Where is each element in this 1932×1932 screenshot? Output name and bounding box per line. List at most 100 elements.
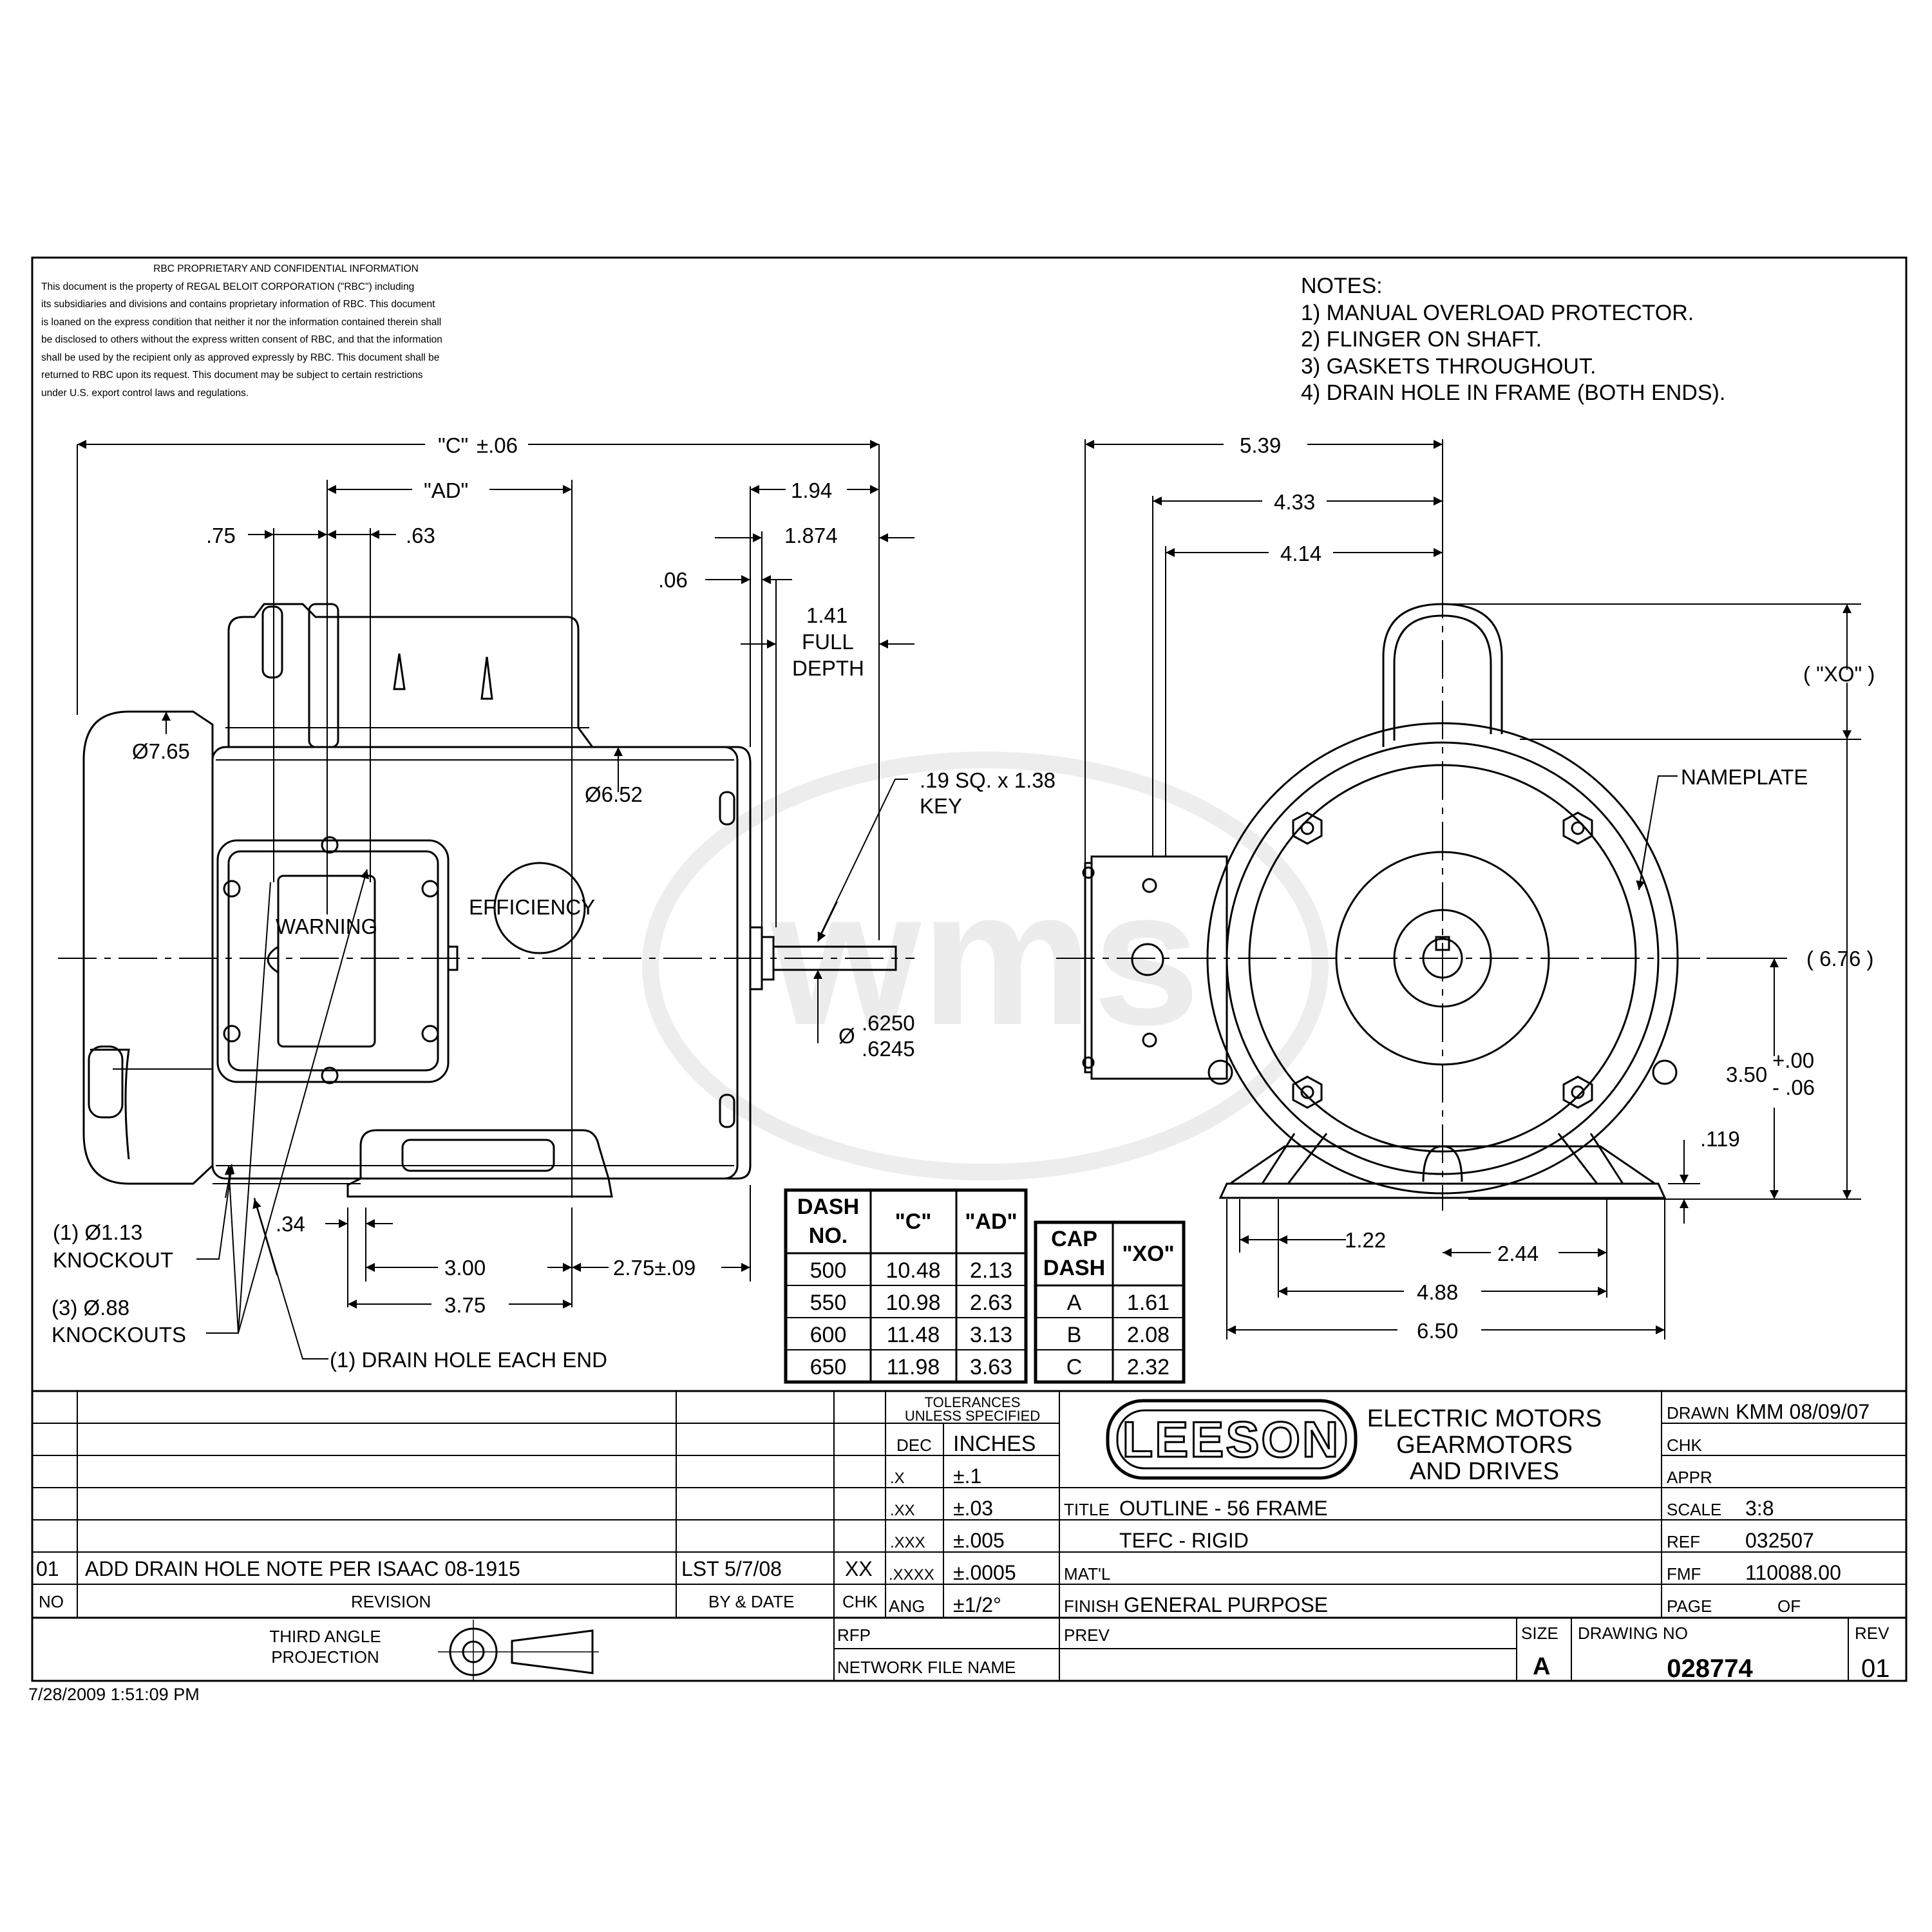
- proprietary-line: be disclosed to others without the expre…: [41, 334, 442, 345]
- cap-table-text: CAP DASH "XO" A 1.61 B 2.08 C 2.32: [1043, 1227, 1175, 1379]
- dash-table: [784, 1188, 1028, 1384]
- dim-122: 1.22: [1345, 1228, 1386, 1252]
- dash-cell: 10.48: [886, 1258, 940, 1283]
- rfp-label: RFP: [837, 1625, 871, 1645]
- dash-cell: 600: [810, 1323, 847, 1347]
- tol-value: ±.0005: [953, 1561, 1016, 1584]
- end-view: [1056, 580, 1765, 1211]
- dash-header-1: DASH: [797, 1195, 859, 1219]
- cap-header-2: DASH: [1043, 1256, 1105, 1280]
- proprietary-heading: RBC PROPRIETARY AND CONFIDENTIAL INFORMA…: [153, 263, 419, 274]
- cap-cell: C: [1066, 1355, 1083, 1379]
- tol-value: ±.03: [953, 1497, 993, 1520]
- dim-275: 2.75±.09: [613, 1256, 696, 1280]
- shaft-dia-symbol: Ø: [838, 1024, 855, 1048]
- prev-label: PREV: [1064, 1625, 1110, 1645]
- dim-006: .06: [658, 568, 688, 592]
- dim-ad-label: "AD": [424, 478, 468, 502]
- tolerances-heading-1: TOLERANCES: [925, 1394, 1021, 1410]
- drain-hole-label: (1) DRAIN HOLE EACH END: [330, 1348, 607, 1372]
- tol-dec: DEC: [896, 1435, 932, 1455]
- finish-label: FINISH: [1064, 1596, 1119, 1616]
- dash-header-2: NO.: [809, 1224, 848, 1248]
- dim-676: ( 6.76 ): [1806, 947, 1874, 971]
- dim-414: 4.14: [1280, 542, 1321, 565]
- svg-text:wms: wms: [768, 849, 1200, 1065]
- tol-label: .XX: [890, 1502, 915, 1519]
- cap-cell: 1.61: [1127, 1291, 1170, 1315]
- chk-label: CHK: [1667, 1435, 1703, 1455]
- scale-label: SCALE: [1667, 1500, 1721, 1519]
- warning-label: WARNING: [276, 914, 377, 938]
- print-timestamp: 7/28/2009 1:51:09 PM: [28, 1685, 200, 1704]
- cap-cell: 2.32: [1127, 1355, 1170, 1379]
- dash-cell: 650: [810, 1355, 847, 1379]
- cap-header-xo: "XO": [1122, 1242, 1174, 1266]
- company-line-1: ELECTRIC MOTORS: [1367, 1405, 1602, 1432]
- side-view: [58, 603, 914, 1198]
- nameplate-label: NAMEPLATE: [1681, 765, 1808, 789]
- dash-cell: 3.13: [970, 1323, 1012, 1347]
- efficiency-label: EFFICIENCY: [469, 895, 595, 919]
- dim-300: 3.00: [444, 1256, 486, 1280]
- proprietary-line: under U.S. export control laws and regul…: [41, 387, 249, 399]
- header-chk: CHK: [842, 1592, 878, 1611]
- drawn-value: KMM 08/09/07: [1736, 1400, 1870, 1423]
- rev-label: REV: [1855, 1624, 1889, 1643]
- drawing-no-value: 028774: [1667, 1654, 1753, 1683]
- dim-0119: .119: [1700, 1127, 1740, 1151]
- proprietary-line: This document is the property of REGAL B…: [41, 281, 415, 292]
- dim-244: 2.44: [1497, 1242, 1539, 1265]
- dash-cell: 10.98: [886, 1291, 940, 1315]
- dim-full-depth-word2: DEPTH: [792, 656, 864, 680]
- dim-350-tol-minus: - .06: [1772, 1075, 1815, 1099]
- dim-c-tolerance: ±.06: [477, 433, 518, 457]
- dash-table-text: DASH NO. "C" "AD" 500 10.48 2.13 550 10.…: [797, 1195, 1018, 1379]
- side-view-labels: "C" ±.06 "AD" .75 .63 1.94 1.874 .06 1.4…: [52, 433, 1056, 1372]
- dash-header-c: "C": [895, 1209, 932, 1234]
- dim-034: .34: [276, 1212, 305, 1236]
- dash-cell: 2.13: [970, 1258, 1012, 1283]
- dash-cell: 500: [810, 1258, 847, 1283]
- dim-dia-765: Ø7.65: [132, 739, 190, 763]
- dim-dia-652: Ø6.52: [585, 782, 643, 806]
- rev-by-date: LST 5/7/08: [681, 1557, 782, 1580]
- cap-cell: B: [1067, 1323, 1082, 1347]
- knockout-3-label-2: KNOCKOUTS: [52, 1323, 186, 1347]
- size-label: SIZE: [1521, 1624, 1558, 1643]
- dim-194: 1.94: [791, 478, 832, 502]
- cap-header-1: CAP: [1051, 1227, 1097, 1251]
- dim-c-label: "C": [438, 433, 468, 457]
- of-label: OF: [1777, 1596, 1801, 1616]
- shaft-dia-min: .6245: [862, 1037, 915, 1061]
- scale-value: 3:8: [1745, 1497, 1774, 1520]
- dash-cell: 3.63: [970, 1355, 1012, 1379]
- note-item: 3) GASKETS THROUGHOUT.: [1301, 354, 1596, 379]
- knockout-1-label-2: KNOCKOUT: [53, 1248, 173, 1272]
- fmf-label: FMF: [1667, 1564, 1701, 1584]
- dash-cell: 2.63: [970, 1291, 1012, 1315]
- network-file-label: NETWORK FILE NAME: [837, 1658, 1016, 1677]
- tolerances-heading-2: UNLESS SPECIFIED: [905, 1408, 1040, 1424]
- tol-label: ANG: [889, 1596, 925, 1616]
- cap-cell: 2.08: [1127, 1323, 1170, 1347]
- end-view-labels: 5.39 4.33 4.14 ( "XO" ) NAMEPLATE ( 6.76…: [1240, 433, 1875, 1343]
- tol-value: ±.1: [953, 1464, 981, 1488]
- drawn-label: DRAWN: [1667, 1403, 1729, 1423]
- title-label: TITLE: [1064, 1500, 1110, 1519]
- dim-xo: ( "XO" ): [1803, 662, 1875, 686]
- tol-label: .X: [890, 1470, 905, 1487]
- title-block-text: 01 ADD DRAIN HOLE NOTE PER ISAAC 08-1915…: [36, 1394, 1890, 1683]
- knockout-1-label-1: (1) Ø1.13: [53, 1220, 142, 1244]
- tol-label: .XXXX: [889, 1566, 934, 1584]
- projection-line-1: THIRD ANGLE: [269, 1627, 381, 1646]
- dash-cell: 11.48: [887, 1323, 940, 1347]
- leeson-logo: LEESON: [1122, 1411, 1341, 1468]
- ref-value: 032507: [1745, 1529, 1814, 1552]
- header-revision: REVISION: [351, 1592, 431, 1611]
- proprietary-line: returned to RBC upon its request. This d…: [41, 370, 423, 381]
- note-item: 1) MANUAL OVERLOAD PROTECTOR.: [1301, 300, 1694, 325]
- tol-value: ±.005: [953, 1529, 1005, 1552]
